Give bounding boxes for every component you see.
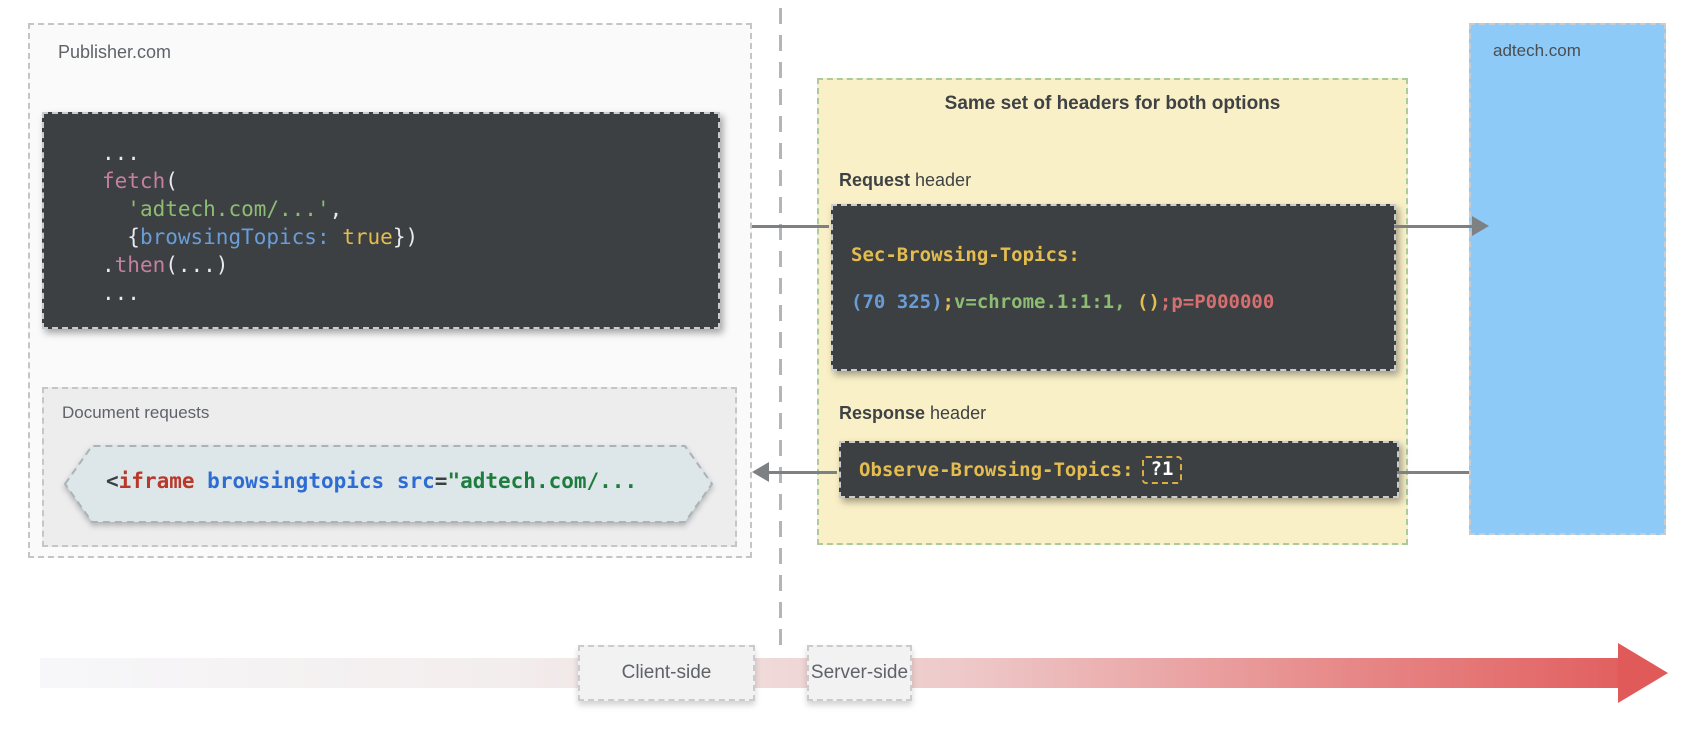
response-to-publisher-line bbox=[766, 471, 837, 474]
response-to-publisher-arrowhead bbox=[752, 462, 769, 482]
request-header-name: Sec-Browsing-Topics: bbox=[851, 244, 1080, 266]
request-header-value: (70 325);v=chrome.1:1:1, ();p=P000000 bbox=[851, 291, 1275, 313]
request-header-label-bold: Request bbox=[839, 170, 911, 190]
headers-panel: Same set of headers for both options Req… bbox=[817, 78, 1408, 545]
code-line: ... bbox=[102, 141, 140, 165]
publisher-box: Publisher.com ... fetch( 'adtech.com/...… bbox=[28, 23, 752, 558]
code-line: ... bbox=[102, 281, 140, 305]
response-header-code-block: Observe-Browsing-Topics: ?1 bbox=[839, 441, 1399, 498]
publisher-label: Publisher.com bbox=[58, 42, 172, 62]
response-header-name: Observe-Browsing-Topics: bbox=[859, 458, 1134, 481]
timeline-arrowhead bbox=[1618, 643, 1668, 703]
code-line: 'adtech.com/...', bbox=[127, 197, 343, 221]
response-header-badge: ?1 bbox=[1141, 455, 1183, 484]
document-requests-box: Document requests <iframe browsingtopics… bbox=[42, 387, 737, 547]
response-header-label-rest: header bbox=[925, 403, 987, 423]
server-side-label-box: Server-side bbox=[807, 645, 912, 701]
request-to-adtech-line bbox=[1394, 225, 1474, 228]
request-to-adtech-arrowhead bbox=[1472, 216, 1489, 236]
server-side-label: Server-side bbox=[810, 662, 909, 683]
iframe-tag-shape bbox=[64, 445, 714, 523]
publisher-to-request-line bbox=[752, 225, 829, 228]
code-line: .then(...) bbox=[102, 253, 229, 277]
headers-panel-title: Same set of headers for both options bbox=[944, 93, 1281, 114]
client-side-label-box: Client-side bbox=[578, 645, 755, 701]
request-header-code-block: Sec-Browsing-Topics: (70 325);v=chrome.1… bbox=[831, 204, 1396, 371]
response-header-label-bold: Response bbox=[839, 403, 926, 423]
response-header-label: Response header bbox=[839, 403, 986, 424]
request-header-label-rest: header bbox=[910, 170, 972, 190]
client-server-divider bbox=[779, 8, 782, 648]
document-requests-label: Document requests bbox=[62, 403, 210, 422]
adtech-label: adtech.com bbox=[1493, 41, 1581, 60]
adtech-box: adtech.com bbox=[1469, 23, 1666, 535]
code-line: {browsingTopics: true}) bbox=[102, 225, 419, 249]
request-header-label: Request header bbox=[839, 170, 971, 191]
adtech-to-response-line bbox=[1397, 471, 1469, 474]
iframe-code: <iframe browsingtopics src="adtech.com/.… bbox=[106, 469, 638, 493]
fetch-code-block: ... fetch( 'adtech.com/...', {browsingTo… bbox=[42, 112, 720, 329]
client-side-label: Client-side bbox=[621, 662, 712, 683]
code-line: fetch( bbox=[102, 169, 178, 193]
